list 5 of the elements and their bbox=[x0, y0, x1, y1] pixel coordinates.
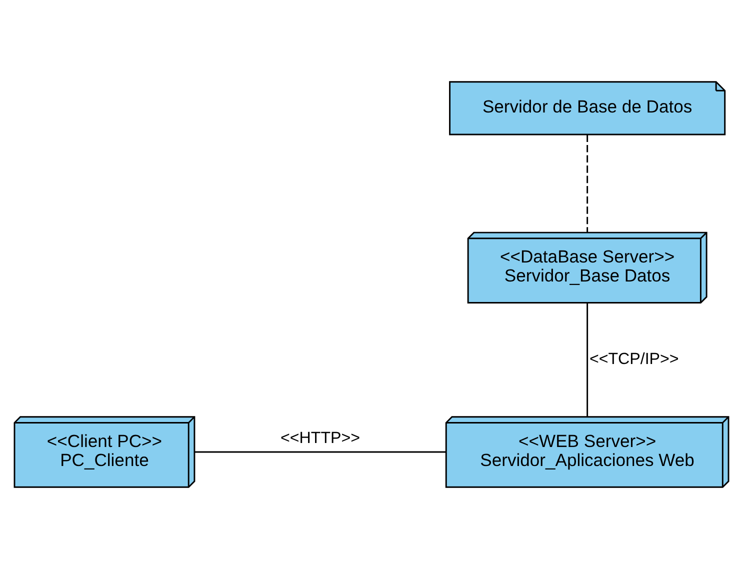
connector bbox=[586, 134, 588, 232]
edge-label: <<TCP/IP>> bbox=[589, 349, 679, 368]
connector bbox=[586, 302, 588, 416]
connector bbox=[194, 450, 446, 452]
edge-label: <<HTTP>> bbox=[280, 428, 360, 446]
